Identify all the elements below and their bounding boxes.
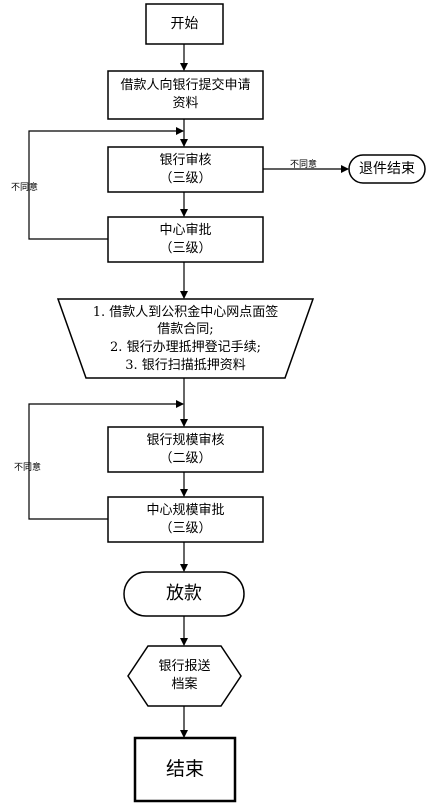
center-scale-approve-line-2: （三级） <box>159 520 212 536</box>
center-scale-approve-line-1: 中心规模审批 <box>146 502 225 518</box>
bank-scale-review-label: 银行规模审核 （二级） <box>108 427 263 472</box>
archive-label: 银行报送 档案 <box>128 646 241 706</box>
center-approve-line-2: （三级） <box>159 240 212 256</box>
bank-review-line-1: 银行审核 <box>159 152 212 168</box>
exit-end-label: 退件结束 <box>349 155 425 183</box>
procedures-line-3: 2. 银行办理抵押登记手续; <box>110 340 261 355</box>
bank-scale-review-box <box>107 426 264 473</box>
procedures-trapezoid <box>56 298 315 379</box>
loop-scale-approve-to-procedures <box>28 400 184 520</box>
apply-line-1: 借款人向银行提交申请 <box>120 78 251 94</box>
exit-end-terminal <box>348 154 426 184</box>
archive-hexagon <box>127 645 242 707</box>
center-approve-line-1: 中心审批 <box>159 222 212 238</box>
bank-scale-review-line-1: 银行规模审核 <box>146 432 225 448</box>
center-approve-label: 中心审批 （三级） <box>108 217 263 262</box>
bank-review-line-2: （三级） <box>159 170 212 186</box>
bank-scale-review-line-2: （二级） <box>159 450 212 466</box>
procedures-line-1: 1. 借款人到公积金中心网点面签 <box>92 304 279 320</box>
bank-review-box <box>107 146 264 193</box>
end-text: 结束 <box>165 757 204 780</box>
apply-label: 借款人向银行提交申请 资料 <box>108 71 263 119</box>
exit-end-text: 退件结束 <box>359 160 415 177</box>
disburse-text: 放款 <box>166 582 202 604</box>
archive-line-2: 档案 <box>171 677 198 692</box>
bank-review-label: 银行审核 （三级） <box>108 147 263 192</box>
apply-box <box>107 70 264 120</box>
loop-center-to-apply <box>28 127 184 240</box>
procedures-line-2: 借款合同; <box>157 322 214 338</box>
end-label: 结束 <box>135 738 235 801</box>
archive-line-1: 银行报送 <box>158 659 211 675</box>
disagree-label-loop-2: 不同意 <box>14 463 42 473</box>
apply-line-2: 资料 <box>172 96 199 111</box>
center-scale-approve-label: 中心规模审批 （三级） <box>108 497 263 542</box>
center-scale-approve-box <box>107 496 264 543</box>
disagree-label-loop-1: 不同意 <box>11 183 39 193</box>
disburse-label: 放款 <box>124 572 244 616</box>
start-text: 开始 <box>170 15 199 32</box>
procedures-line-4: 3. 银行扫描抵押资料 <box>125 357 246 373</box>
end-box <box>133 736 237 803</box>
start-box <box>145 3 224 45</box>
procedures-label: 1. 借款人到公积金中心网点面签 借款合同; 2. 银行办理抵押登记手续; 3.… <box>72 300 299 378</box>
disagree-label-exit: 不同意 <box>290 160 318 170</box>
start-label: 开始 <box>146 4 223 44</box>
center-approve-box <box>107 216 264 263</box>
